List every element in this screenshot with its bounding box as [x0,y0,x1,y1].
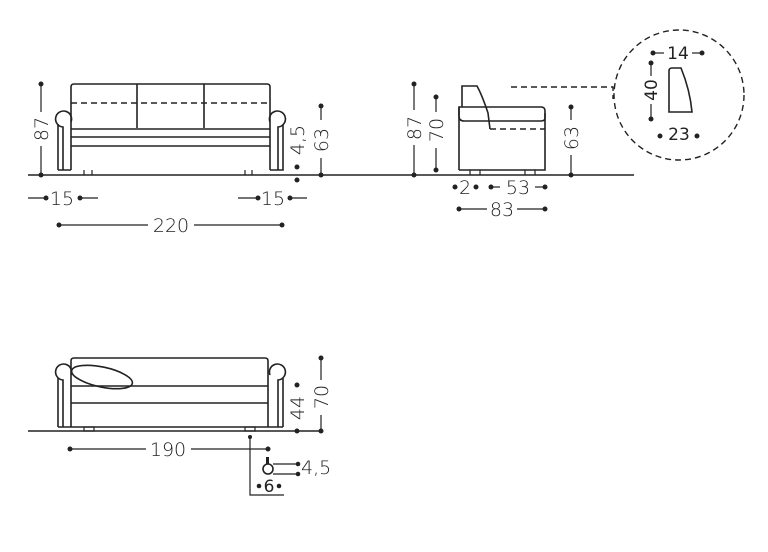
svg-text:4,5: 4,5 [301,457,331,479]
dimension-front-arm-height: 63 [311,103,333,178]
svg-text:44: 44 [287,396,309,420]
dimension-arm-width-right: 15 [238,188,307,210]
svg-text:70: 70 [426,118,448,142]
dimension-front-width: 220 [56,215,285,237]
detail-leader-line [511,86,614,99]
dimension-foot-height: 4,5 [273,457,331,479]
arm-profile [668,67,693,113]
dimension-arm-bottom-width: 23 [657,125,700,145]
svg-text:63: 63 [561,126,583,150]
dimension-arm-width-left: 15 [28,188,98,210]
svg-text:220: 220 [153,215,189,237]
bed-view-sofa [54,357,287,432]
svg-text:53: 53 [506,177,530,199]
svg-text:190: 190 [150,439,186,461]
foot-icon [262,457,274,475]
dimension-side-depth: 83 [456,199,548,221]
svg-text:14: 14 [667,44,689,64]
svg-text:23: 23 [668,125,690,145]
svg-text:40: 40 [642,79,662,101]
dimension-arm-top-width: 14 [650,44,705,64]
dimension-side-height: 87 [404,81,426,178]
front-view-sofa [54,83,287,175]
svg-text:15: 15 [261,188,285,210]
dimension-seat-depth: 53 [488,177,548,199]
svg-text:70: 70 [311,385,333,409]
svg-text:83: 83 [490,199,514,221]
side-view-sofa [458,85,546,175]
svg-text:87: 87 [31,117,53,141]
dimension-front-foot-height: 4,5 [287,125,309,183]
dimension-side-arm-height: 63 [561,104,583,178]
dimension-bed-height: 70 [311,355,333,434]
arm-detail-circle [613,29,745,161]
dimension-arm-height: 40 [642,60,662,122]
dimension-foot-diameter: 6 [256,477,282,497]
svg-text:15: 15 [50,188,74,210]
dimension-bed-seat-height: 44 [287,382,309,434]
svg-text:2: 2 [459,177,471,199]
dimension-side-back-height: 70 [426,94,448,173]
svg-text:6: 6 [264,477,275,497]
svg-text:87: 87 [404,116,426,140]
svg-text:63: 63 [311,128,333,152]
dimension-bed-length: 190 [67,439,271,461]
svg-text:4,5: 4,5 [287,125,309,155]
foot-detail-leader [249,437,284,496]
dimension-back-offset: 2 [452,177,479,199]
dimension-front-height: 87 [31,81,53,178]
